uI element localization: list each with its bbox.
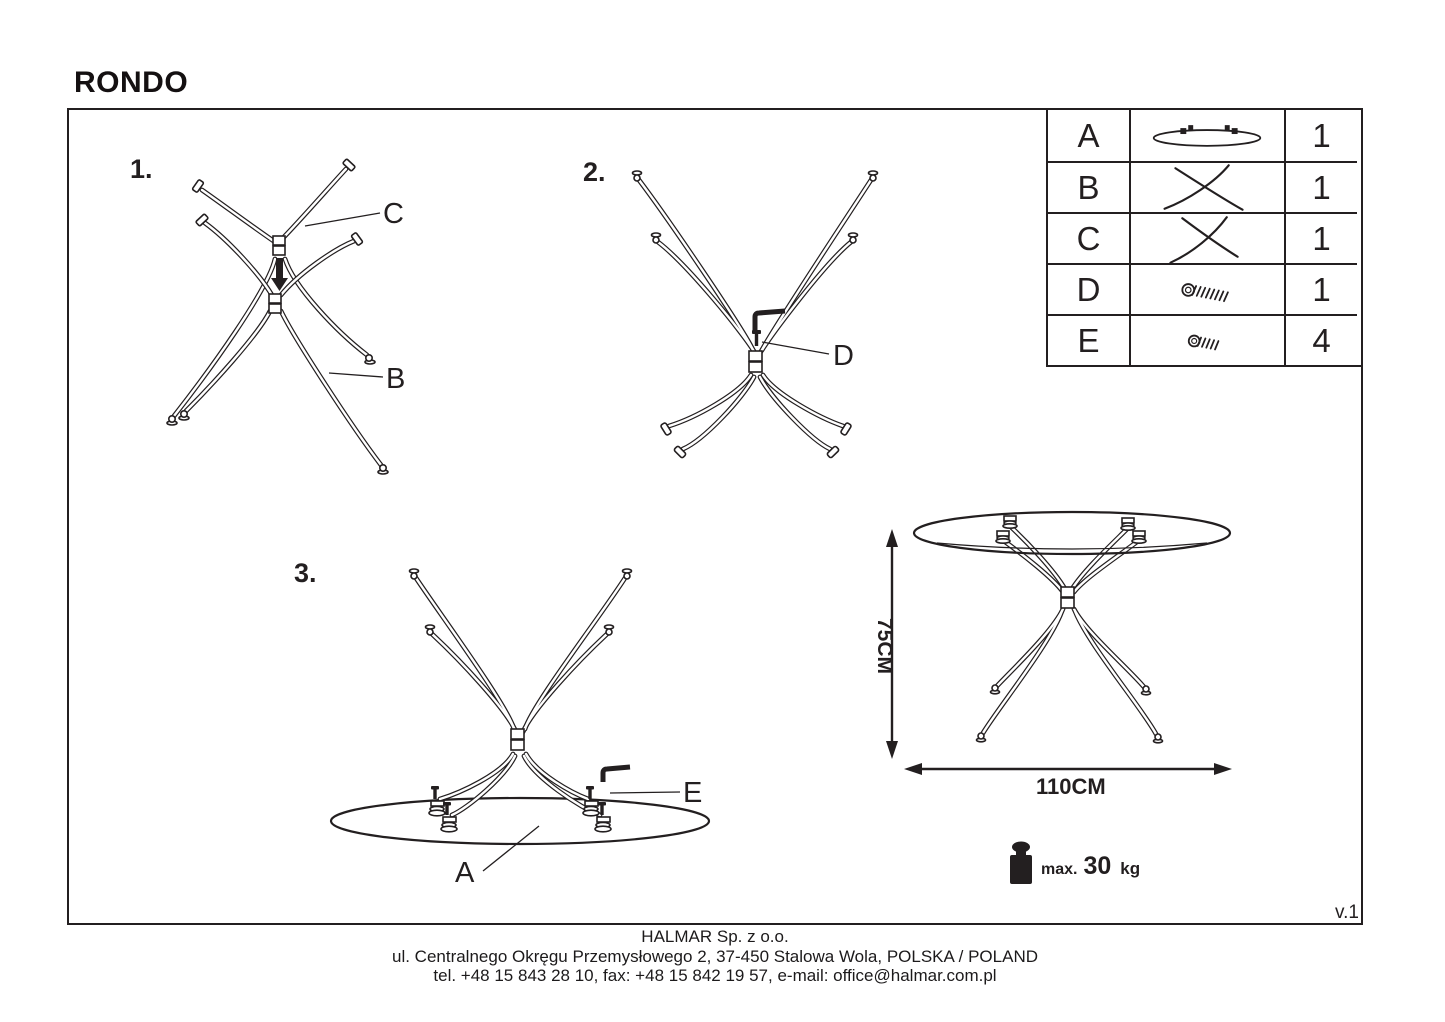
part-qty: 1	[1284, 212, 1357, 263]
leader-line-b	[328, 372, 384, 378]
max-load-value: 30	[1083, 852, 1112, 880]
long-screw-icon	[1129, 263, 1284, 314]
parts-list-table: A 1 B 1 C	[1046, 108, 1363, 367]
part-letter: E	[1048, 314, 1129, 365]
part-qty: 1	[1284, 161, 1357, 212]
drawing-frame: 1. 2. 3. C B D E A	[67, 108, 1363, 925]
step-1-diagram	[166, 158, 389, 475]
callout-e: E	[683, 777, 703, 809]
step-3-diagram	[329, 568, 711, 872]
step-3-number: 3.	[294, 558, 317, 588]
screw-d-drawing	[752, 330, 761, 346]
callout-d: D	[833, 340, 854, 372]
version-label: v.1	[1335, 902, 1359, 923]
assembled-table-diagram	[886, 510, 1232, 775]
page-title: RONDO	[74, 66, 189, 99]
table-top-icon	[1129, 110, 1284, 161]
max-load-unit: kg	[1120, 859, 1141, 878]
screw-e-drawing	[598, 802, 606, 815]
leader-line-a	[482, 825, 540, 872]
callout-b: B	[386, 363, 406, 395]
part-letter: C	[1048, 212, 1129, 263]
part-letter: A	[1077, 116, 1100, 154]
step-2-diagram	[631, 170, 879, 459]
assembled-fittings	[975, 515, 1164, 744]
weight-icon	[1010, 841, 1032, 884]
leg-frame-icon	[1129, 161, 1284, 212]
max-load-label: max. 30 kg	[1041, 852, 1140, 881]
height-dimension-label: 75CM	[873, 618, 896, 675]
table-top-outline	[329, 796, 711, 846]
width-dimension-arrow	[904, 763, 1232, 775]
press-down-arrow-icon	[271, 258, 288, 291]
footer-address: ul. Centralnego Okręgu Przemysłowego 2, …	[391, 946, 1038, 966]
footer: HALMAR Sp. z o.o. ul. Centralnego Okręgu…	[67, 927, 1363, 986]
part-qty: 1	[1284, 263, 1357, 314]
step-1-number: 1.	[130, 154, 153, 184]
leader-line-c	[304, 212, 381, 227]
max-load-prefix: max.	[1041, 861, 1078, 878]
assembled-legs-drawing	[980, 523, 1159, 737]
allen-key-icon	[600, 764, 631, 782]
glass-edge-line	[936, 542, 1208, 550]
mounting-bracket	[582, 800, 600, 817]
callout-c: C	[383, 198, 404, 230]
part-letter: B	[1048, 161, 1129, 212]
leader-line-d	[761, 341, 830, 355]
allen-key-icon	[752, 308, 786, 331]
leg-frame-icon	[1129, 212, 1284, 264]
leader-line-e	[609, 791, 681, 794]
screw-e-drawing	[431, 786, 439, 799]
part-qty: 4	[1284, 314, 1357, 365]
mounting-bracket	[428, 800, 446, 817]
footer-company: HALMAR Sp. z o.o.	[641, 927, 789, 946]
mounting-bracket	[594, 816, 612, 833]
part-letter: D	[1048, 263, 1129, 314]
step-3-fittings	[408, 568, 681, 872]
height-dimension-arrow	[886, 529, 898, 759]
glass-top-outline	[912, 510, 1232, 556]
mounting-bracket	[440, 816, 458, 833]
step-2-number: 2.	[583, 157, 606, 187]
frame-on-top-drawing	[413, 575, 628, 818]
part-qty: 1	[1284, 110, 1357, 161]
callout-a: A	[455, 857, 475, 889]
screw-e-drawing	[443, 802, 451, 815]
step-1-fittings	[166, 158, 389, 475]
width-dimension-label: 110CM	[1036, 774, 1106, 799]
short-screw-icon	[1129, 314, 1284, 365]
step-2-fittings	[631, 170, 879, 459]
screw-e-drawing	[586, 786, 594, 799]
footer-contact: tel. +48 15 843 28 10, fax: +48 15 842 1…	[433, 966, 997, 985]
